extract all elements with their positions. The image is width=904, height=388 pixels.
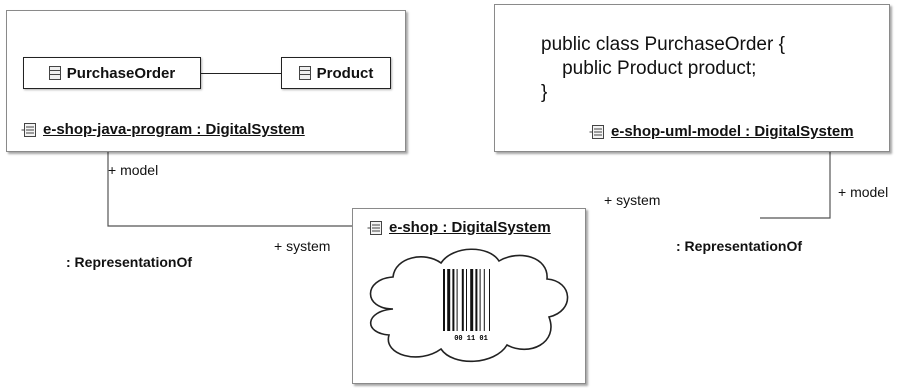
java-program-instance-box[interactable]: PurchaseOrder Product e-shop-java-progra… <box>6 10 406 152</box>
instance-specification-icon <box>589 124 604 139</box>
barcode-bar <box>466 269 467 331</box>
barcode-bar <box>470 269 474 331</box>
left-model-role-label: + model <box>108 162 159 178</box>
product-class[interactable]: Product <box>281 57 391 89</box>
purchase-order-class[interactable]: PurchaseOrder <box>23 57 201 89</box>
barcode-bar <box>483 269 485 331</box>
product-label: Product <box>316 64 374 82</box>
barcode-bar <box>443 269 445 331</box>
barcode-bar <box>475 269 478 331</box>
purchase-order-label: PurchaseOrder <box>66 64 176 82</box>
e-shop-title: e-shop : DigitalSystem <box>367 219 551 236</box>
left-system-role-label: + system <box>274 238 331 254</box>
right-representation-connector <box>760 152 831 219</box>
e-shop-instance-box[interactable]: e-shop : DigitalSystem 00 11 01 <box>352 208 586 384</box>
barcode-bar <box>479 269 481 331</box>
cloud-barcode-figure: 00 11 01 <box>369 248 569 363</box>
class-icon <box>298 66 311 80</box>
left-association-label: : RepresentationOf <box>66 254 193 270</box>
association-line <box>201 73 281 74</box>
e-shop-title-text: e-shop : DigitalSystem <box>389 219 551 236</box>
instance-specification-icon <box>367 220 382 235</box>
code-line-1: public class PurchaseOrder { <box>541 34 785 55</box>
barcode-bar <box>452 269 455 331</box>
right-system-role-label: + system <box>604 192 661 208</box>
barcode-bar <box>456 269 458 331</box>
barcode-bar <box>489 269 490 331</box>
instance-specification-icon <box>21 122 36 137</box>
uml-model-instance-box[interactable]: public class PurchaseOrder { public Prod… <box>494 4 890 152</box>
java-program-title: e-shop-java-program : DigitalSystem <box>21 121 305 138</box>
right-model-role-label: + model <box>838 184 889 200</box>
uml-model-title-text: e-shop-uml-model : DigitalSystem <box>611 123 854 140</box>
java-program-title-text: e-shop-java-program : DigitalSystem <box>43 121 305 138</box>
code-line-3: } <box>541 82 548 103</box>
code-line-2: public Product product; <box>541 58 757 79</box>
barcode-bar <box>447 269 451 331</box>
class-icon <box>48 66 61 80</box>
right-association-label: : RepresentationOf <box>676 238 803 254</box>
barcode-bar <box>461 269 464 331</box>
uml-model-title: e-shop-uml-model : DigitalSystem <box>589 123 854 140</box>
left-representation-connector <box>107 152 352 227</box>
barcode-digits: 00 11 01 <box>454 335 488 343</box>
cloud-icon <box>369 248 569 363</box>
barcode-icon <box>443 269 490 331</box>
